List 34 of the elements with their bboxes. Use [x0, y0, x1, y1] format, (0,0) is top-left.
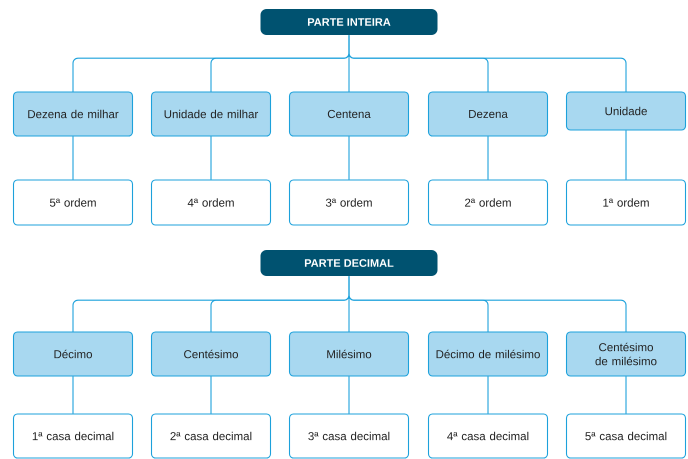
connector-line — [487, 136, 489, 180]
order-box: 4ª ordem — [150, 179, 272, 226]
connector-line — [72, 136, 74, 180]
order-box: 5ª casa decimal — [566, 413, 686, 459]
connector-line — [210, 376, 212, 414]
place-value-box: Dezena — [428, 91, 548, 137]
order-box: 1ª casa decimal — [12, 413, 134, 459]
connector-line — [210, 136, 212, 180]
connector-line — [625, 130, 627, 180]
connector-line — [348, 276, 627, 332]
order-box: 2ª casa decimal — [150, 413, 272, 459]
heading-tab: PARTE INTEIRA — [260, 9, 438, 35]
place-value-box: Centésimo de milésimo — [566, 331, 686, 377]
place-value-box: Décimo de milésimo — [428, 331, 548, 377]
place-value-box: Unidade — [566, 91, 686, 131]
heading-tab: PARTE DECIMAL — [260, 250, 438, 276]
place-value-box: Milésimo — [288, 331, 410, 377]
order-box: 4ª casa decimal — [428, 413, 548, 459]
order-box: 2ª ordem — [428, 179, 548, 226]
connector-line — [348, 376, 350, 414]
order-box: 3ª ordem — [288, 179, 410, 226]
place-value-box: Décimo — [12, 331, 134, 377]
place-value-box: Unidade de milhar — [150, 91, 272, 137]
connector-line — [72, 376, 74, 414]
connector-line — [348, 136, 350, 180]
order-box: 5ª ordem — [12, 179, 134, 226]
place-value-box: Centena — [288, 91, 410, 137]
connector-line — [625, 376, 627, 414]
place-value-box: Centésimo — [150, 331, 272, 377]
place-value-box: Dezena de milhar — [12, 91, 134, 137]
order-box: 1ª ordem — [566, 179, 686, 226]
order-box: 3ª casa decimal — [288, 413, 410, 459]
connector-line — [487, 376, 489, 414]
connector-line — [348, 35, 627, 92]
